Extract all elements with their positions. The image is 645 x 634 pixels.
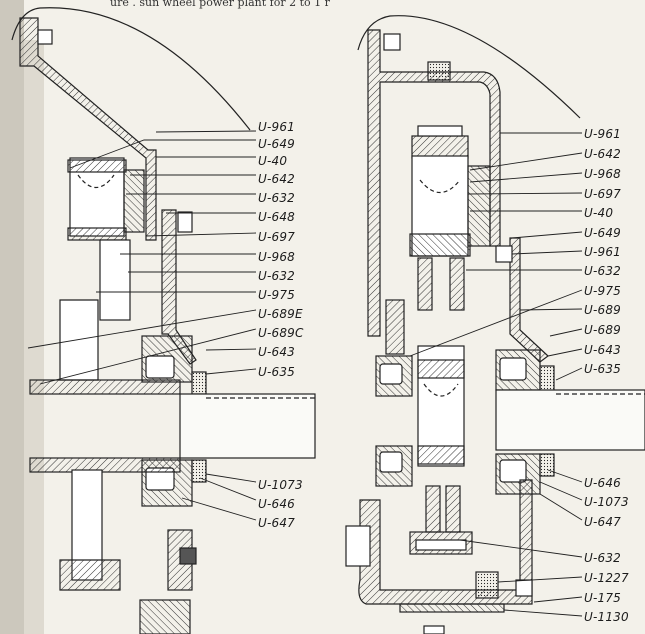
top-caption: ure . sun wheel power plant for 2 to 1 r [110,0,330,9]
right-label-u961-a: U-961 [584,127,622,141]
left-label-u689c: U-689C [258,326,304,340]
right-label-u975: U-975 [584,284,622,298]
left-label-u689e: U-689E [258,307,303,321]
right-label-u40: U-40 [584,206,614,220]
right-assembly [345,15,645,634]
left-label-u635: U-635 [258,365,296,379]
right-label-u632-b: U-632 [584,551,622,565]
right-label-u1227: U-1227 [584,571,629,585]
left-label-u697: U-697 [258,230,296,244]
right-label-u643: U-643 [584,343,622,357]
right-label-u1130: U-1130 [584,610,629,624]
left-label-u646: U-646 [258,497,296,511]
left-label-u40: U-40 [258,154,288,168]
right-label-u1073: U-1073 [584,495,629,509]
left-label-u1073: U-1073 [258,478,303,492]
left-label-u649: U-649 [258,137,296,151]
right-label-u175: U-175 [584,591,622,605]
right-label-u689-a: U-689 [584,303,622,317]
right-label-u697: U-697 [584,187,622,201]
right-label-u689-b: U-689 [584,323,622,337]
left-label-u648: U-648 [258,210,296,224]
left-leader-lines [27,130,257,521]
right-label-u968: U-968 [584,167,622,181]
left-assembly [0,0,316,634]
left-label-u643: U-643 [258,345,296,359]
right-label-u961-b: U-961 [584,245,622,259]
right-label-u649: U-649 [584,226,622,240]
right-leader-lines [409,132,583,617]
left-label-u968: U-968 [258,250,296,264]
right-label-u635: U-635 [584,362,622,376]
right-label-u632-a: U-632 [584,264,622,278]
right-label-u642: U-642 [584,147,622,161]
left-label-u975: U-975 [258,288,296,302]
left-label-u642: U-642 [258,172,296,186]
right-label-u647: U-647 [584,515,622,529]
left-label-u961: U-961 [258,120,296,134]
right-label-u646: U-646 [584,476,622,490]
left-label-u647: U-647 [258,516,296,530]
left-label-u632-a: U-632 [258,191,296,205]
left-label-u632-b: U-632 [258,269,296,283]
